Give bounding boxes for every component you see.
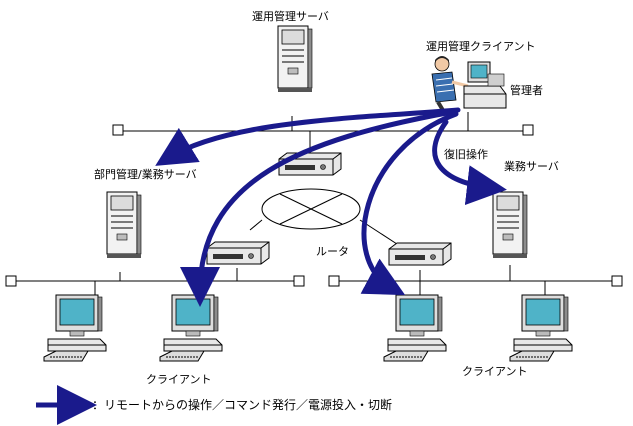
pc-2-icon: [159, 294, 223, 362]
router-left-icon: [206, 241, 270, 265]
terminator-backbone-right: [522, 124, 534, 136]
business-server-icon: [492, 191, 528, 259]
remote-operation-arrows: [155, 107, 507, 307]
arrow-to-pc-3: [360, 111, 459, 296]
ops-server-label: 運用管理サーバ: [252, 9, 329, 23]
operator-at-console-icon: [431, 56, 507, 114]
client-label-right: クライアント: [462, 365, 528, 378]
arrow-to-pc-2: [180, 109, 455, 307]
router-label: ルータ: [316, 245, 349, 258]
arrow-to-business-server: [432, 119, 507, 205]
dept-server-icon: [106, 191, 142, 259]
legend: ：リモートからの操作／コマンド発行／電源投入・切断: [36, 385, 392, 425]
pc-3-icon: [383, 294, 447, 362]
terminators: [5, 124, 623, 287]
terminator-left-lan-right: [293, 275, 305, 287]
dept-server-label: 部門管理/業務サーバ: [94, 167, 197, 181]
client-label-left: クライアント: [146, 373, 212, 386]
terminator-right-lan-right: [611, 275, 623, 287]
router-link-left: [249, 219, 263, 231]
admin-label: 管理者: [510, 83, 543, 97]
router-right-icon: [388, 242, 452, 266]
ops-client-label: 運用管理クライアント: [426, 39, 536, 53]
business-server-label: 業務サーバ: [504, 159, 559, 173]
recovery-label: 復旧操作: [444, 147, 488, 161]
terminator-left-lan-left: [5, 275, 17, 287]
router-top-icon: [278, 152, 342, 176]
router-cloud: [261, 188, 361, 230]
pc-4-icon: [509, 294, 573, 362]
ops-server-icon: [277, 25, 313, 93]
legend-text: ：リモートからの操作／コマンド発行／電源投入・切断: [92, 397, 392, 412]
arrow-to-dept-server: [155, 107, 461, 166]
terminator-right-lan-left: [328, 275, 340, 287]
pc-1-icon: [43, 294, 107, 362]
terminator-backbone-left: [112, 124, 124, 136]
